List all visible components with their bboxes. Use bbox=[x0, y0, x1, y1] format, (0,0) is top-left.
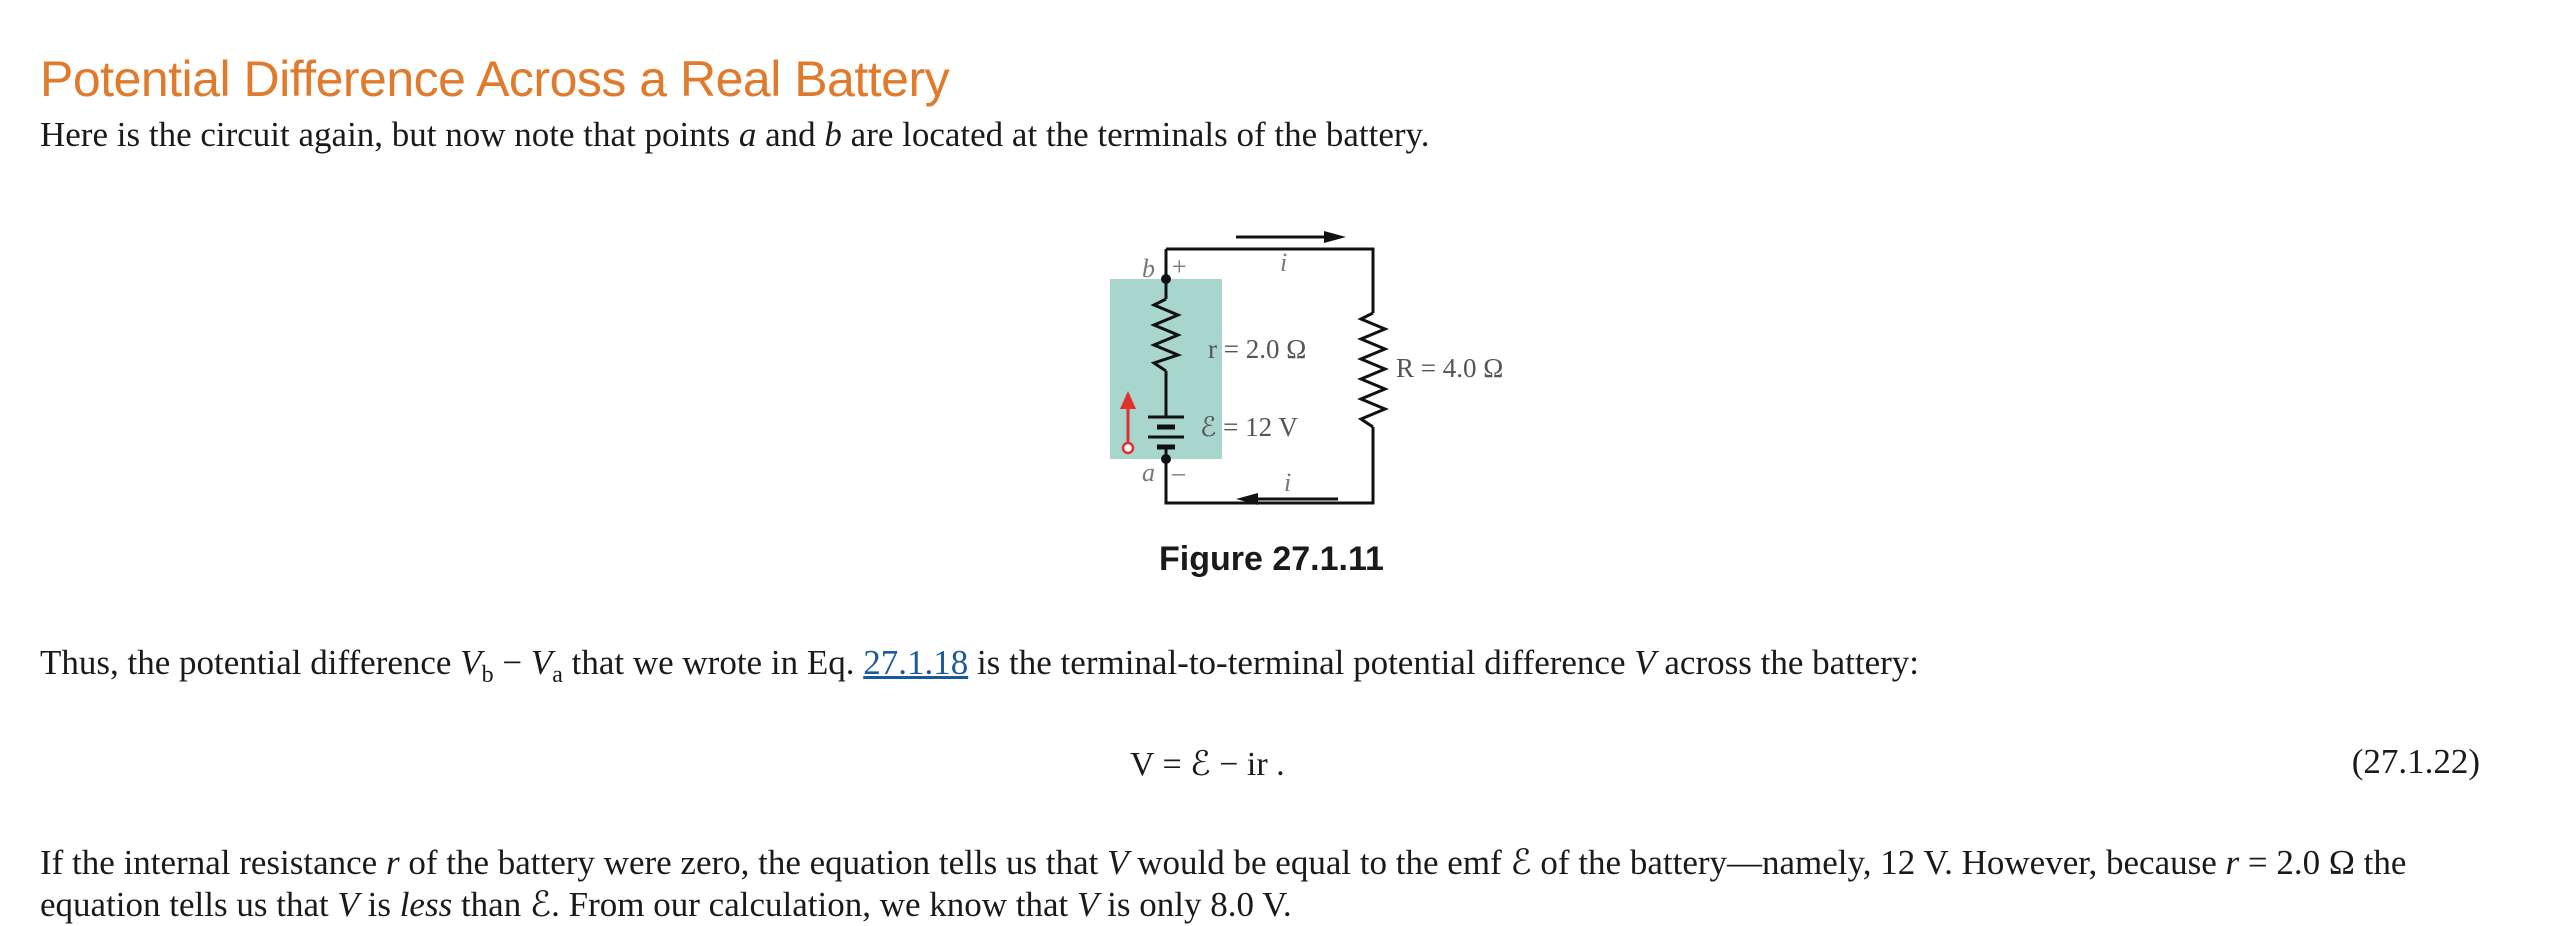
minus-sign: − bbox=[493, 643, 531, 682]
equation-number: (27.1.22) bbox=[2351, 742, 2480, 781]
emphasis-less: less bbox=[399, 885, 453, 924]
subscript-b: b bbox=[481, 662, 494, 688]
explanation-paragraph: Thus, the potential difference Vb − Va t… bbox=[40, 642, 1920, 687]
symbol-v: V bbox=[1107, 843, 1129, 882]
label-current-top: i bbox=[1280, 248, 1287, 277]
para2-text-4: across the battery: bbox=[1655, 643, 1920, 682]
figure-caption: Figure 27.1.11 bbox=[1159, 540, 1384, 578]
label-current-bottom: i bbox=[1284, 468, 1291, 497]
label-b: b bbox=[1142, 254, 1155, 283]
circuit-wire bbox=[1166, 247, 1375, 313]
symbol-v: V bbox=[337, 885, 359, 924]
conclusion-line-2: equation tells us that V is less than ℰ.… bbox=[40, 884, 2510, 926]
para3-text-3: would be equal to the emf ℰ of the batte… bbox=[1128, 843, 2226, 882]
circuit-wire bbox=[1164, 427, 1375, 505]
para2-text-3: is the terminal-to-terminal potential di… bbox=[968, 643, 1635, 682]
label-minus: – bbox=[1171, 458, 1186, 487]
label-a: a bbox=[1142, 458, 1155, 487]
symbol-vb: V bbox=[460, 643, 482, 682]
conclusion-paragraph: If the internal resistance r of the batt… bbox=[40, 842, 2510, 926]
para3-text-8: is only 8.0 V. bbox=[1098, 885, 1292, 924]
conclusion-line-1: If the internal resistance r of the batt… bbox=[40, 842, 2510, 884]
load-resistor bbox=[1357, 311, 1389, 429]
para3-text-2: of the battery were zero, the equation t… bbox=[399, 843, 1108, 882]
label-emf: ℰ = 12 V bbox=[1200, 412, 1298, 442]
terminal-b bbox=[1161, 274, 1171, 284]
symbol-v: V bbox=[1634, 643, 1656, 682]
equation: V = ℰ − ir . bbox=[1130, 746, 1285, 783]
current-arrow-bottom-head bbox=[1236, 493, 1258, 505]
para3-text-4: = 2.0 Ω the bbox=[2239, 843, 2407, 882]
symbol-va: V bbox=[530, 643, 553, 682]
internal-resistor bbox=[1150, 297, 1183, 373]
para2-text-2: that we wrote in Eq. bbox=[562, 643, 864, 682]
para3-text-7: than ℰ. From our calculation, we know th… bbox=[452, 885, 1078, 924]
terminal-a bbox=[1161, 454, 1171, 464]
current-arrow-top-head bbox=[1324, 231, 1346, 243]
symbol-r: r bbox=[385, 843, 400, 882]
equation-link[interactable]: 27.1.18 bbox=[863, 643, 969, 682]
intro-text-1: Here is the circuit again, but now note … bbox=[40, 115, 739, 154]
emf-arrow-head bbox=[1120, 391, 1136, 409]
label-load-resistance: R = 4.0 Ω bbox=[1396, 353, 1503, 383]
para3-text-5: equation tells us that bbox=[40, 885, 338, 924]
circuit-diagram: b + a – i i r = 2.0 Ω ℰ = 12 V R = 4.0 Ω bbox=[1110, 231, 1503, 505]
subscript-a: a bbox=[552, 662, 563, 688]
para2-text-1: Thus, the potential difference bbox=[40, 643, 461, 682]
emf-arrow-tail bbox=[1121, 441, 1135, 455]
symbol-v: V bbox=[1077, 885, 1099, 924]
label-plus: + bbox=[1172, 252, 1187, 281]
intro-paragraph: Here is the circuit again, but now note … bbox=[40, 114, 1430, 156]
point-b: b bbox=[824, 115, 842, 154]
intro-text-2: and bbox=[756, 115, 825, 154]
para3-text-6: is bbox=[358, 885, 400, 924]
circuit-figure: b + a – i i r = 2.0 Ω ℰ = 12 V R = 4.0 Ω bbox=[1058, 205, 1578, 545]
label-internal-resistance: r = 2.0 Ω bbox=[1208, 334, 1306, 364]
intro-text-3: are located at the terminals of the batt… bbox=[841, 115, 1430, 154]
point-a: a bbox=[738, 115, 757, 154]
symbol-r: r bbox=[2225, 843, 2240, 882]
section-title: Potential Difference Across a Real Batte… bbox=[40, 51, 950, 107]
para3-text-1: If the internal resistance bbox=[40, 843, 386, 882]
